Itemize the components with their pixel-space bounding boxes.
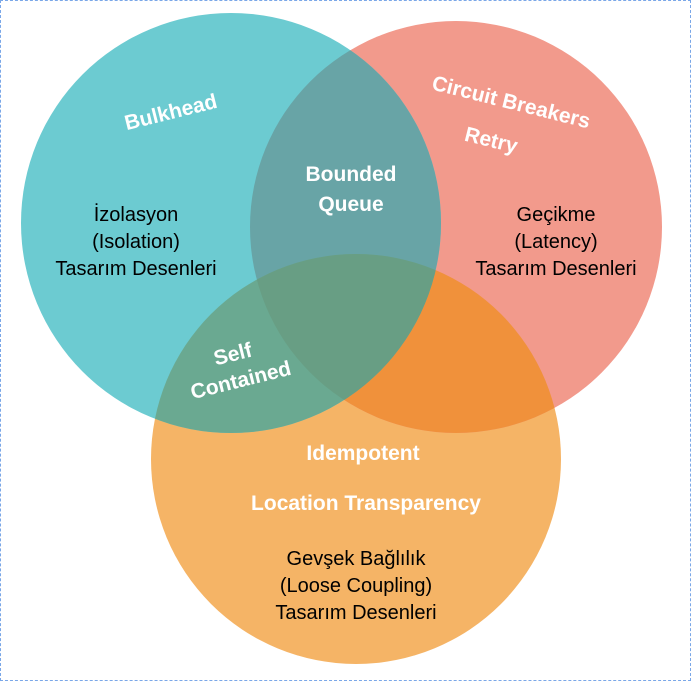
coupling-line-3: Tasarım Desenleri [275, 602, 436, 624]
location-transparency-label: Location Transparency [251, 492, 481, 515]
bounded-label: Bounded [306, 163, 397, 186]
isolation-coupling-overlap [151, 254, 441, 433]
latency-line-2: (Latency) [514, 231, 597, 253]
coupling-line-1: Gevşek Bağlılık [287, 548, 427, 570]
latency-line-1: Geçikme [517, 204, 596, 226]
queue-label: Queue [318, 193, 383, 216]
isolation-line-1: İzolasyon [94, 203, 179, 226]
coupling-line-2: (Loose Coupling) [280, 575, 432, 597]
isolation-line-3: Tasarım Desenleri [55, 258, 216, 280]
isolation-line-2: (Isolation) [92, 231, 180, 253]
latency-line-3: Tasarım Desenleri [475, 258, 636, 280]
idempotent-label: Idempotent [306, 442, 419, 465]
